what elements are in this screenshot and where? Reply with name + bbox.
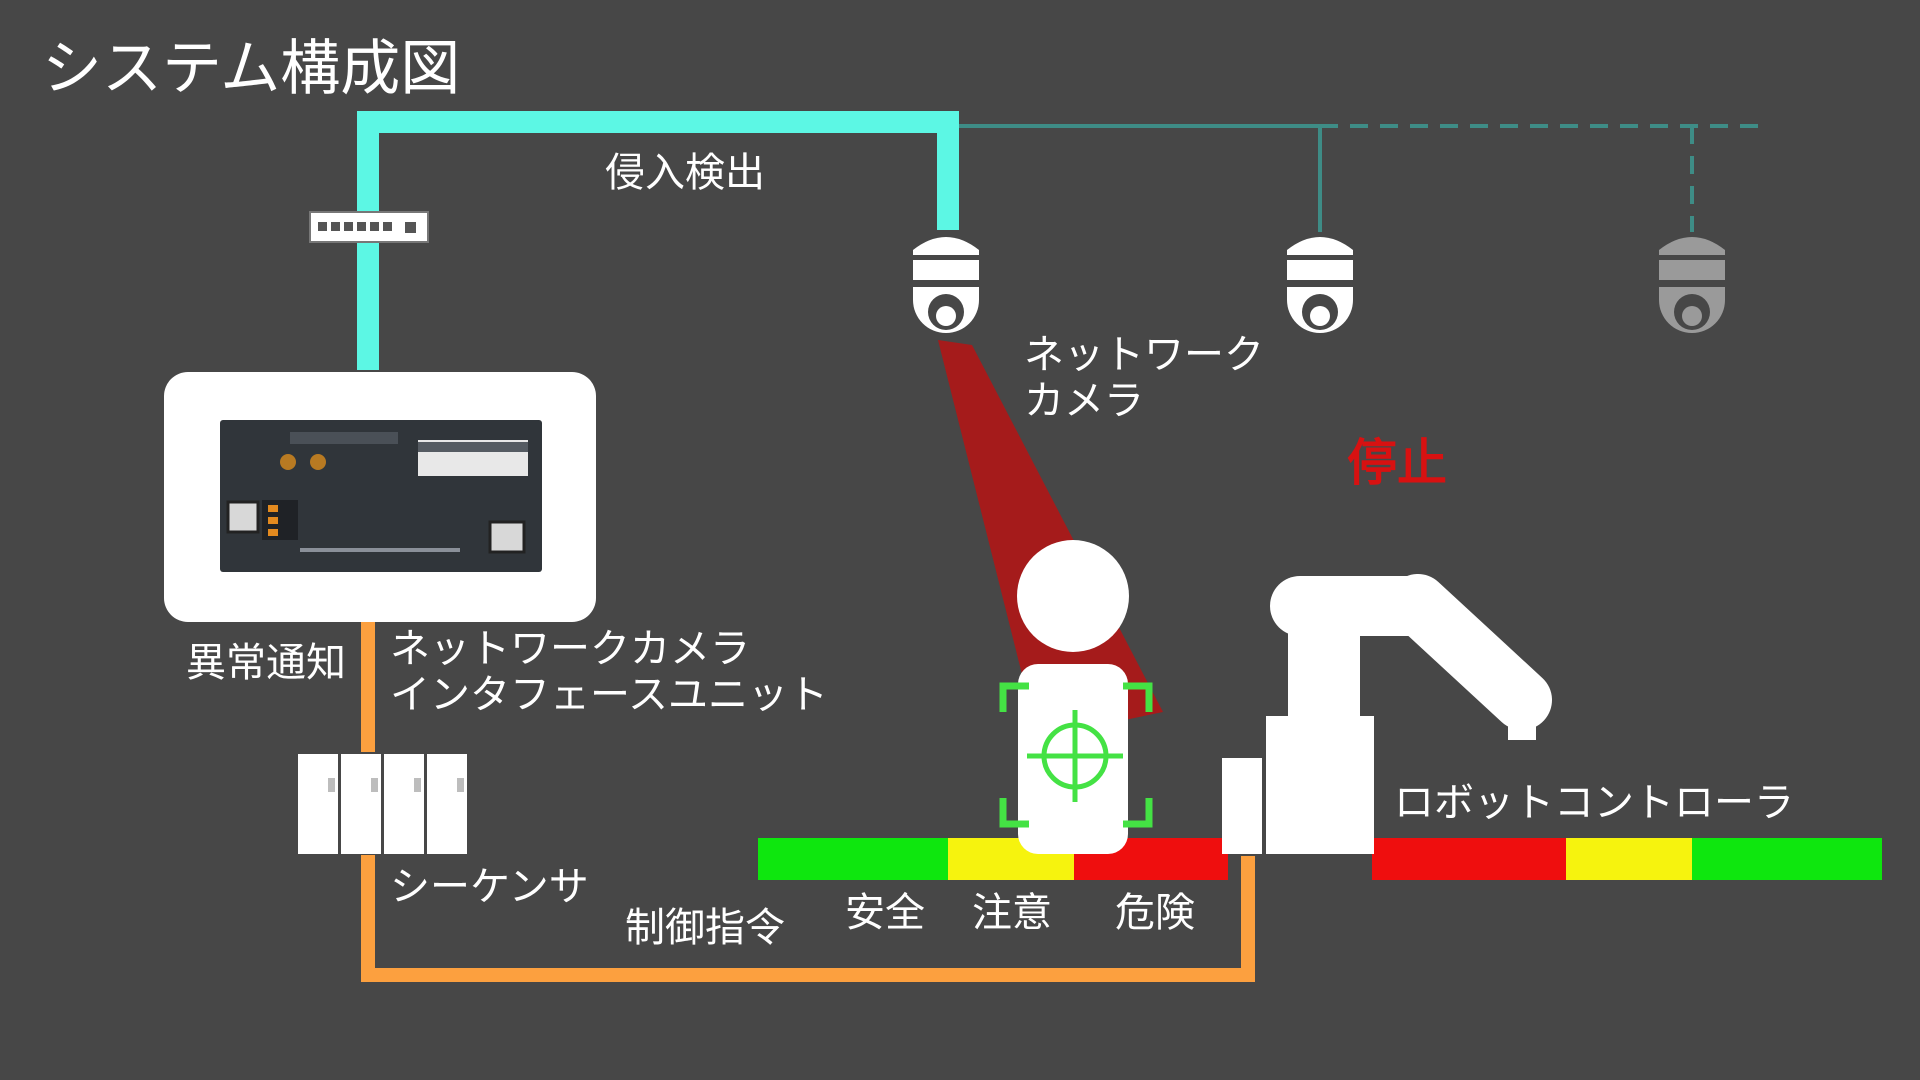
label-stop: 停止 [1347,434,1447,492]
person-icon [1017,540,1129,854]
label-zone-danger: 危険 [1115,890,1195,936]
label-sequencer: シーケンサ [390,864,589,910]
label-network-camera: ネットワーク カメラ [1024,332,1264,424]
label-zone-safe: 安全 [845,890,925,936]
label-zone-caution: 注意 [972,890,1052,936]
label-camera-interface-unit-line2: インタフェースユニット [390,672,828,718]
label-camera-interface-unit: ネットワークカメラ インタフェースユニット [390,626,828,718]
label-robot-controller: ロボットコントローラ [1394,780,1794,826]
interface-unit-device [164,372,596,622]
network-switch-icon [309,211,429,243]
label-control-command: 制御指令 [625,905,785,951]
dome-camera-icon [1657,237,1727,333]
label-network-camera-line1: ネットワーク [1024,332,1264,378]
dome-camera-icon [1285,237,1355,333]
label-anomaly-notification: 異常通知 [186,640,346,686]
network-line-main [357,111,959,370]
dome-camera-icon [911,237,981,333]
label-camera-interface-unit-line1: ネットワークカメラ [390,626,750,672]
network-line-secondary [948,124,1770,232]
label-network-camera-line2: カメラ [1024,378,1144,424]
control-line [361,612,1255,982]
zone-safe-right [1692,838,1882,880]
zone-bar [758,838,1882,880]
zone-danger-right [1372,838,1566,880]
label-intrusion-detection: 侵入検出 [605,150,765,196]
zone-safe-left [758,838,948,880]
zone-caution-right [1566,838,1692,880]
crosshair-icon [999,682,1153,828]
plc-sequencer-icon [298,754,467,854]
diagram-title: システム構成図 [42,34,461,104]
robot-arm-icon [1222,574,1552,854]
